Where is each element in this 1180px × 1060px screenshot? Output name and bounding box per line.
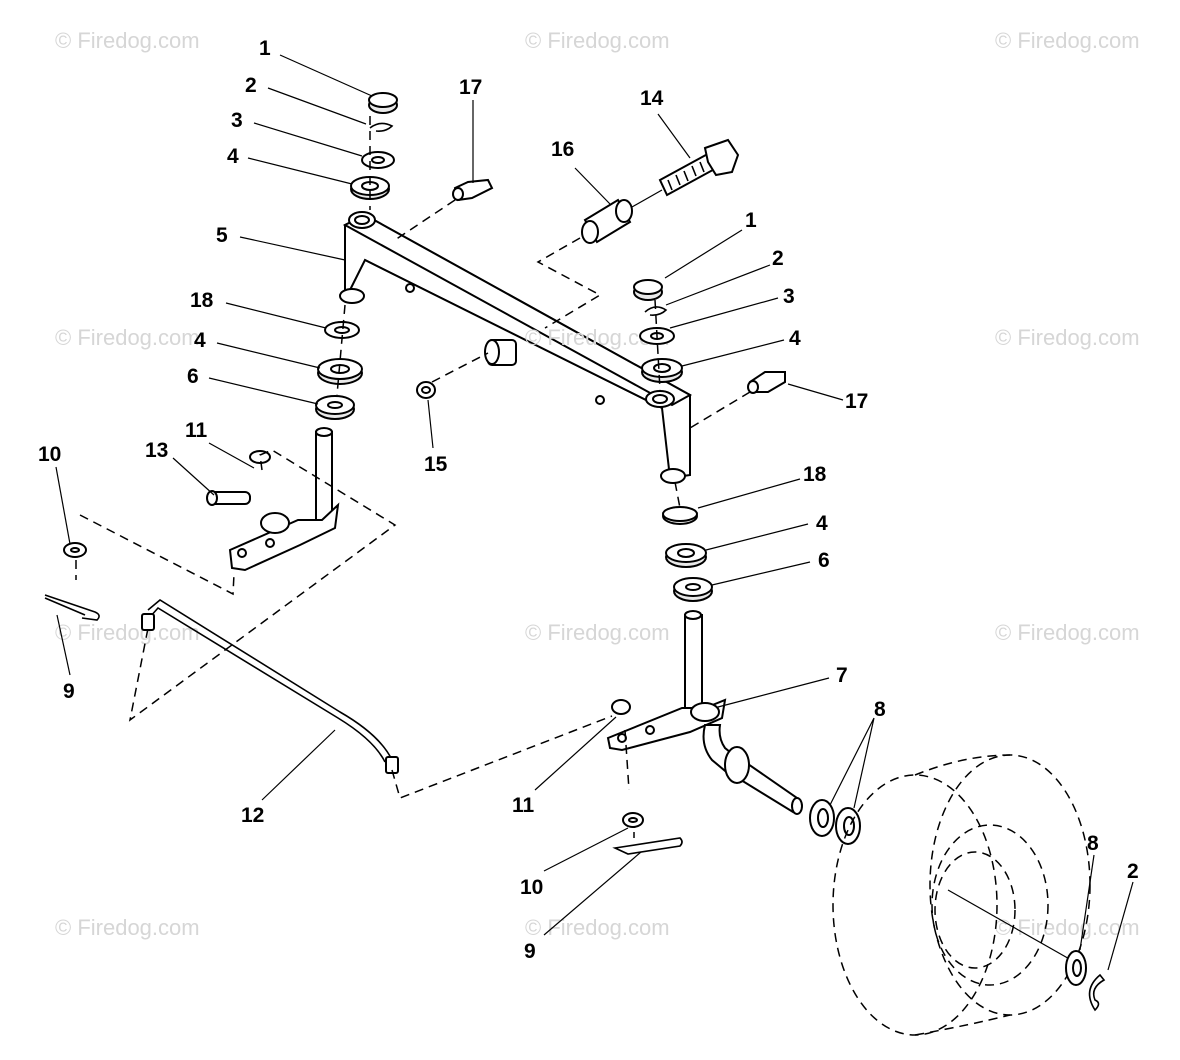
callout-4-right-upper: 4 — [789, 327, 801, 350]
watermark: © Firedog.com — [55, 325, 200, 350]
callout-9-left: 9 — [63, 680, 75, 703]
callout-4-right-lower: 4 — [816, 512, 828, 535]
left-upper-stack — [350, 92, 398, 210]
callout-13: 13 — [145, 439, 168, 462]
callout-11-left: 11 — [185, 419, 208, 442]
fittings-bolts — [394, 138, 786, 429]
callout-16: 16 — [551, 138, 574, 161]
right-spindle — [606, 481, 803, 815]
callout-18-right: 18 — [803, 463, 827, 486]
watermark: © Firedog.com — [995, 620, 1140, 645]
callout-17-right: 17 — [845, 390, 868, 413]
callout-11-right: 11 — [512, 794, 535, 817]
wheel — [832, 754, 1106, 1036]
callout-2-right: 2 — [772, 247, 784, 270]
callout-10-right: 10 — [520, 876, 543, 899]
callout-4-left-upper: 4 — [227, 145, 239, 168]
callout-1-right: 1 — [745, 209, 757, 232]
callout-5: 5 — [216, 224, 228, 247]
watermark: © Firedog.com — [525, 28, 670, 53]
axle-beam — [339, 211, 693, 484]
callout-9-right: 9 — [524, 940, 536, 963]
callout-4-left-lower: 4 — [194, 329, 206, 352]
callout-2-left: 2 — [245, 74, 257, 97]
watermark: © Firedog.com — [995, 325, 1140, 350]
watermark: © Firedog.com — [995, 28, 1140, 53]
left-cotter-pin — [44, 542, 100, 621]
callouts: 1 2 3 4 5 18 4 6 17 16 14 1 2 3 4 17 15 … — [38, 37, 1139, 963]
callout-18-left: 18 — [190, 289, 214, 312]
callout-8-pair: 8 — [874, 698, 886, 721]
callout-6-left: 6 — [187, 365, 199, 388]
callout-10-left: 10 — [38, 443, 61, 466]
watermark: © Firedog.com — [55, 28, 200, 53]
callout-8-wheel: 8 — [1087, 832, 1099, 855]
right-upper-stack — [633, 279, 683, 391]
right-cotter-pin — [612, 812, 683, 855]
callout-15: 15 — [424, 453, 448, 476]
callout-14: 14 — [640, 87, 664, 110]
watermark: © Firedog.com — [995, 915, 1140, 940]
watermarks: © Firedog.com © Firedog.com © Firedog.co… — [55, 28, 1140, 940]
callout-3-left: 3 — [231, 109, 243, 132]
callout-2-wheel: 2 — [1127, 860, 1139, 883]
left-spindle — [79, 304, 397, 722]
watermark: © Firedog.com — [525, 620, 670, 645]
callout-6-right: 6 — [818, 549, 830, 572]
callout-17-left: 17 — [459, 76, 482, 99]
leader-lines — [55, 54, 1134, 971]
watermark: © Firedog.com — [525, 915, 670, 940]
watermark: © Firedog.com — [55, 915, 200, 940]
tie-rod — [141, 599, 613, 799]
callout-7: 7 — [836, 664, 848, 687]
callout-12: 12 — [241, 804, 264, 827]
watermark: © Firedog.com — [55, 620, 200, 645]
callout-1-left: 1 — [259, 37, 271, 60]
callout-3-right: 3 — [783, 285, 795, 308]
